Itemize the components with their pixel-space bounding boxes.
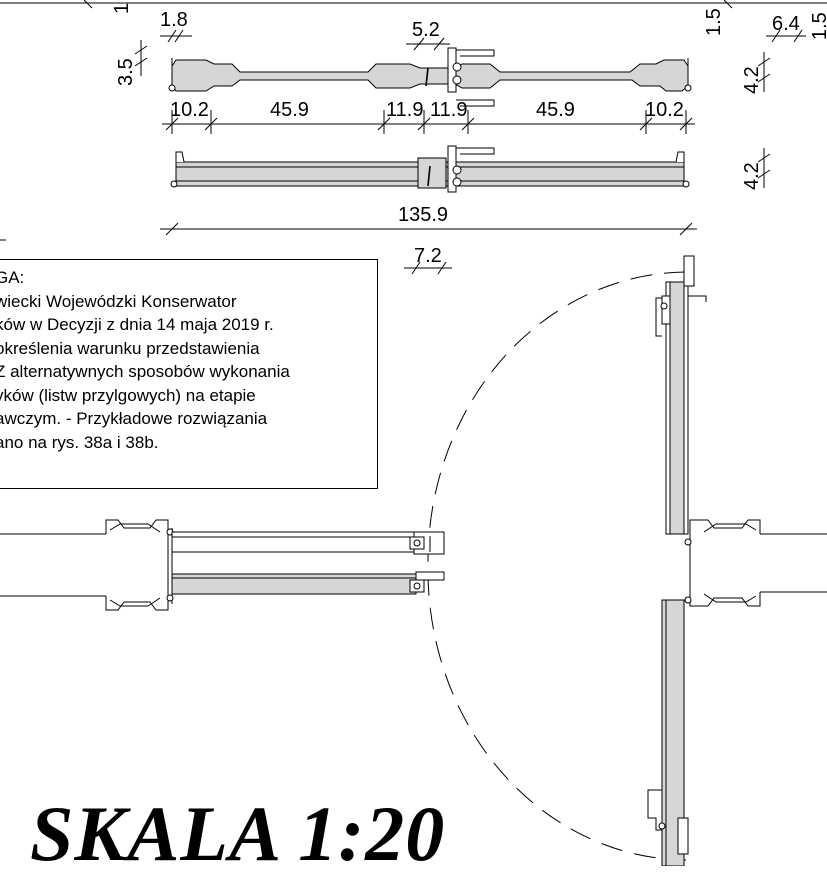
right-sash-lower — [647, 599, 689, 866]
dim-10-2-right: 10.2 — [645, 99, 684, 121]
note-line-2: wiecki Wojewódzki Konserwator — [0, 291, 237, 311]
dimension-ticks-small — [0, 29, 806, 275]
dim-4-2-upper: 4.2 — [741, 66, 763, 94]
top-border — [0, 0, 827, 9]
scale-label: SKALA 1:20 — [30, 790, 446, 877]
dim-10-2-left: 10.2 — [170, 99, 209, 121]
dim-1-5-edge: 1.5 — [809, 12, 827, 40]
right-wall-frame — [684, 519, 827, 607]
dim-11-9-right: 11.9 — [430, 99, 467, 121]
left-wall-frame — [0, 519, 174, 611]
dim-1-5-right: 1.5 — [703, 8, 725, 36]
dimension-line-total — [160, 222, 697, 236]
dimension-line-segments — [162, 110, 695, 134]
dim-6-4: 6.4 — [772, 13, 800, 35]
left-sash-upper — [171, 531, 445, 555]
window-profile-lower — [170, 99, 690, 193]
dim-45-9-right: 45.9 — [536, 99, 575, 121]
note-line-8: ano na rys. 38a i 38b. — [0, 432, 159, 452]
dim-4-2-lower: 4.2 — [741, 162, 763, 190]
dim-1-top: 1 — [111, 3, 133, 14]
note-line-3: ków w Decyzji z dnia 14 maja 2019 r. — [0, 315, 274, 334]
note-box: GA: wiecki Wojewódzki Konserwator ków w … — [0, 259, 378, 489]
note-line-1: GA: — [0, 268, 25, 287]
note-line-7: awczym. - Przykładowe rozwiązania — [0, 409, 268, 428]
dim-11-9-left: 11.9 — [386, 99, 423, 121]
dim-135-9: 135.9 — [398, 204, 448, 226]
dim-5-2: 5.2 — [412, 19, 440, 41]
note-line-5: Z alternatywnych sposobów wykonania — [0, 362, 290, 381]
note-line-6: yków (listw przylgowych) na etapie — [0, 385, 256, 405]
dim-45-9-left: 45.9 — [270, 99, 309, 121]
left-sash-lower — [171, 571, 445, 595]
door-swing-arc — [427, 271, 687, 861]
right-sash-upper — [655, 255, 707, 535]
dim-1-8: 1.8 — [160, 9, 188, 31]
dim-7-2: 7.2 — [414, 245, 442, 267]
note-line-4: określenia warunku przedstawienia — [0, 338, 260, 358]
dim-3-5: 3.5 — [115, 58, 137, 86]
window-profile-upper — [168, 47, 692, 93]
